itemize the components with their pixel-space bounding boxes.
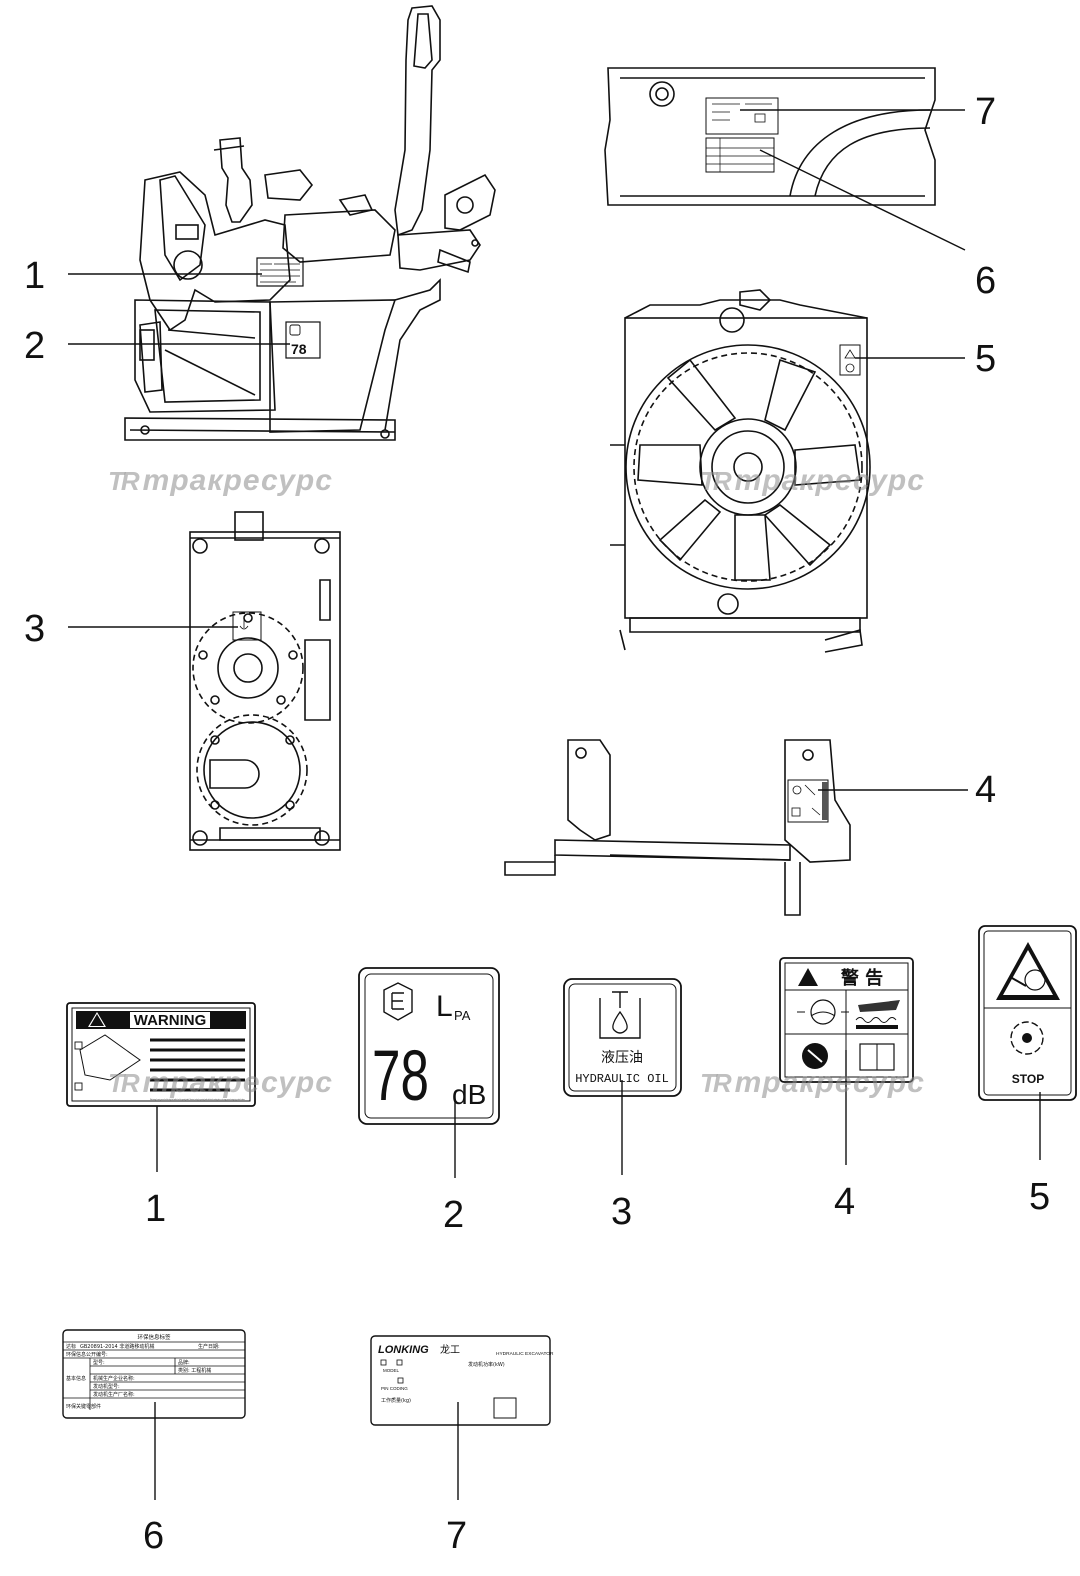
decal-warning-body: When leaving the seat, you must lock the…: [150, 1098, 245, 1101]
env-row2: 环保信息公开编号:: [66, 1351, 108, 1358]
counterweight-panel: [604, 67, 936, 206]
env-category: 类别: 工程机械: [178, 1367, 211, 1374]
callout-bottom-3: 3: [611, 1191, 633, 1233]
callout-top-2: 2: [24, 325, 46, 367]
callout-bottom-6: 6: [143, 1515, 165, 1557]
radiator-fan-assembly: [610, 289, 871, 653]
hydraulic-en-label: HYDRAULIC OIL: [575, 1072, 669, 1086]
watermark-text: тракресурс: [734, 464, 925, 497]
env-engine-model: 发动机型号:: [93, 1383, 120, 1390]
callout-bottom-2: 2: [443, 1194, 465, 1236]
env-row1-std: GB20891-2014 非道路移动机械: [80, 1343, 154, 1350]
stop-label: STOP: [1012, 1072, 1044, 1086]
env-pollution: 环保关键零部件: [66, 1403, 101, 1410]
hydraulic-cn-label: 液压油: [601, 1050, 643, 1066]
callout-bottom-7: 7: [446, 1515, 468, 1557]
decal-noise-level: [358, 967, 500, 1125]
callout-top-7: 7: [975, 91, 997, 133]
nameplate-model: MODEL: [383, 1368, 400, 1373]
label-environmental-info: [62, 1329, 246, 1419]
watermark-logo: TR: [108, 466, 140, 496]
callout-top-3: 3: [24, 608, 46, 650]
seat-console-assembly: 78: [124, 5, 496, 441]
env-row1-left: 达标: [66, 1343, 76, 1350]
env-row1-right: 生产日期:: [198, 1343, 220, 1350]
nameplate-pin: PIN CODING: [381, 1386, 408, 1391]
watermark-text: тракресурс: [734, 1066, 925, 1099]
noise-value: 78: [372, 1037, 429, 1116]
decal-warning: [66, 1002, 256, 1107]
bracket-assembly: [504, 739, 851, 916]
env-maker: 机械生产企业名称:: [93, 1375, 135, 1382]
callout-top-1: 1: [24, 255, 46, 297]
nameplate-weight: 工作质量(kg): [381, 1397, 411, 1404]
callout-bottom-1: 1: [145, 1188, 167, 1230]
nameplate-product: HYDRAULIC EXCAVATOR: [496, 1351, 554, 1357]
noise-db-unit: dB: [452, 1079, 486, 1110]
leader-lines: [68, 109, 1041, 1500]
env-model: 型号:: [93, 1359, 105, 1366]
label-nameplate: [370, 1335, 551, 1426]
watermark-logo: TR: [108, 1068, 140, 1098]
nameplate-power: 发动机功率(kW): [468, 1361, 505, 1368]
hydraulic-tank-assembly: [189, 511, 341, 851]
env-basic-info: 基本信息: [66, 1375, 86, 1382]
watermark-text: тракресурс: [142, 464, 333, 497]
callout-top-4: 4: [975, 769, 997, 811]
decal-warning-cn: [779, 957, 914, 1083]
callout-bottom-4: 4: [834, 1181, 856, 1223]
watermark-text: тракресурс: [142, 1066, 333, 1099]
env-title: 环保信息标签: [137, 1333, 171, 1341]
watermark-logo: TR: [700, 466, 732, 496]
watermark-logo: TR: [700, 1068, 732, 1098]
callout-bottom-5: 5: [1029, 1176, 1051, 1218]
decal-warning-title: WARNING: [134, 1012, 207, 1029]
env-engine-maker: 发动机生产厂名称:: [93, 1391, 135, 1398]
callout-top-5: 5: [975, 338, 997, 380]
decal-stop-fan: [978, 925, 1077, 1101]
noise-pa-sub: PA: [454, 1008, 471, 1023]
callout-top-6: 6: [975, 260, 997, 302]
svg-text:78: 78: [291, 341, 307, 357]
noise-lpa-label: L: [436, 990, 453, 1023]
nameplate-brand: LONKING: [378, 1344, 429, 1356]
warning-cn-title: 警 告: [841, 967, 883, 989]
env-brand: 品牌:: [178, 1359, 190, 1366]
nameplate-brand-cn: 龙工: [440, 1343, 460, 1356]
